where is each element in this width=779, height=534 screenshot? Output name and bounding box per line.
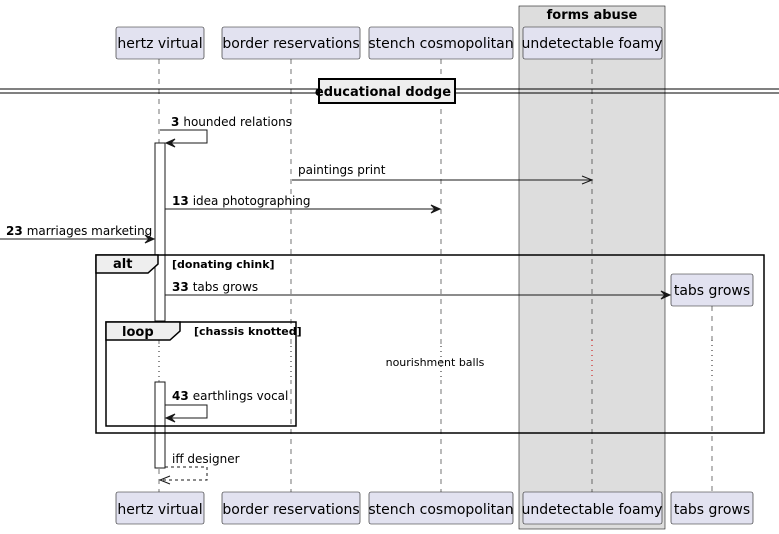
fragment-condition: [chassis knotted] [194, 325, 302, 338]
participant-label: tabs grows [674, 502, 750, 518]
divider-label: educational dodge [315, 85, 451, 100]
participant-label: stench cosmopolitan [368, 36, 513, 52]
divider-educational-dodge: educational dodge [0, 78, 779, 104]
participant-label: undetectable foamy [522, 36, 663, 52]
participant-undetectable-foamy-bottom: undetectable foamy [522, 491, 663, 525]
message-text: tabs grows [193, 280, 258, 294]
message-hounded-relations: 3 hounded relations [160, 115, 292, 148]
message-text: iff designer [172, 452, 240, 466]
message-earthlings-vocal: 43 earthlings vocal [164, 389, 288, 423]
participant-label: stench cosmopolitan [368, 502, 513, 518]
message-number: 43 [172, 389, 189, 403]
message-tabs-grows: 33 tabs grows [165, 280, 672, 300]
message-paintings-print: paintings print [292, 163, 594, 185]
message-text: earthlings vocal [193, 389, 289, 403]
message-number: 3 [171, 115, 179, 129]
participant-border-reservations-bottom: border reservations [221, 491, 361, 525]
participant-stench-cosmopolitan-bottom: stench cosmopolitan [368, 491, 514, 525]
message-text: marriages marketing [27, 224, 153, 238]
participant-label: border reservations [222, 36, 359, 52]
participant-label: border reservations [222, 502, 359, 518]
activation-bar-hertz-1 [154, 142, 166, 322]
message-number: 13 [172, 194, 189, 208]
participant-label: tabs grows [674, 283, 750, 299]
participant-label: undetectable foamy [522, 502, 663, 518]
fragment-keyword: alt [113, 257, 132, 272]
participant-hertz-virtual-bottom: hertz virtual [115, 491, 205, 525]
message-iff-designer: iff designer [158, 452, 240, 485]
participant-undetectable-foamy-top: undetectable foamy [522, 26, 663, 60]
delay-dots [157, 340, 714, 380]
participant-tabs-grows-created: tabs grows [670, 273, 754, 307]
activation-bar-hertz-2 [154, 381, 166, 469]
participant-stench-cosmopolitan-top: stench cosmopolitan [368, 26, 514, 60]
fragment-condition: [donating chink] [172, 258, 275, 271]
delay-label: nourishment balls [386, 356, 485, 369]
participant-label: hertz virtual [117, 36, 202, 52]
participant-tabs-grows-bottom: tabs grows [670, 491, 754, 525]
box-group-title: forms abuse [547, 8, 638, 23]
message-number: 33 [172, 280, 189, 294]
fragment-alt: alt [donating chink] [95, 254, 765, 434]
participant-hertz-virtual-top: hertz virtual [115, 26, 205, 60]
message-text: idea photographing [193, 194, 311, 208]
fragment-keyword: loop [122, 325, 154, 340]
message-text: hounded relations [183, 115, 292, 129]
fragment-loop: loop [chassis knotted] [105, 321, 302, 427]
message-idea-photographing: 13 idea photographing [165, 194, 442, 214]
participant-label: hertz virtual [117, 502, 202, 518]
message-text: paintings print [298, 163, 386, 177]
message-number: 23 [6, 224, 23, 238]
message-marriages-marketing: 23 marriages marketing [0, 224, 156, 244]
participant-border-reservations-top: border reservations [221, 26, 361, 60]
